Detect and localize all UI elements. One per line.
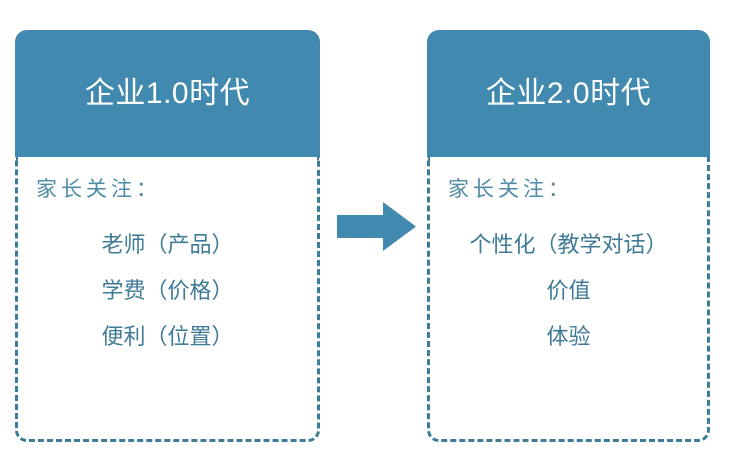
stage-card-2: 企业2.0时代 家长关注： 个性化（教学对话） 价值 体验 <box>427 30 710 442</box>
stage-card-1-title: 企业1.0时代 <box>84 76 251 110</box>
list-item: 老师（产品） <box>101 232 234 257</box>
list-item: 个性化（教学对话） <box>469 232 668 257</box>
stage-card-2-header: 企业2.0时代 <box>427 30 710 157</box>
stage-card-1-label: 家长关注： <box>36 178 161 201</box>
list-item: 价值 <box>546 278 591 303</box>
stage-card-2-item-list: 个性化（教学对话） 价值 体验 <box>444 234 693 348</box>
right-arrow-icon <box>337 202 416 251</box>
stage-card-2-title: 企业2.0时代 <box>485 76 652 110</box>
stage-card-2-label: 家长关注： <box>448 178 573 201</box>
list-item: 体验 <box>546 324 591 349</box>
list-item: 学费（价格） <box>101 278 234 303</box>
list-item: 便利（位置） <box>101 324 234 349</box>
stage-card-1: 企业1.0时代 家长关注： 老师（产品） 学费（价格） 便利（位置） <box>15 30 320 442</box>
stage-card-2-body: 家长关注： 个性化（教学对话） 价值 体验 <box>427 157 710 442</box>
stage-card-1-header: 企业1.0时代 <box>15 30 320 157</box>
stage-card-1-body: 家长关注： 老师（产品） 学费（价格） 便利（位置） <box>15 157 320 442</box>
stage-card-1-item-list: 老师（产品） 学费（价格） 便利（位置） <box>32 234 303 348</box>
